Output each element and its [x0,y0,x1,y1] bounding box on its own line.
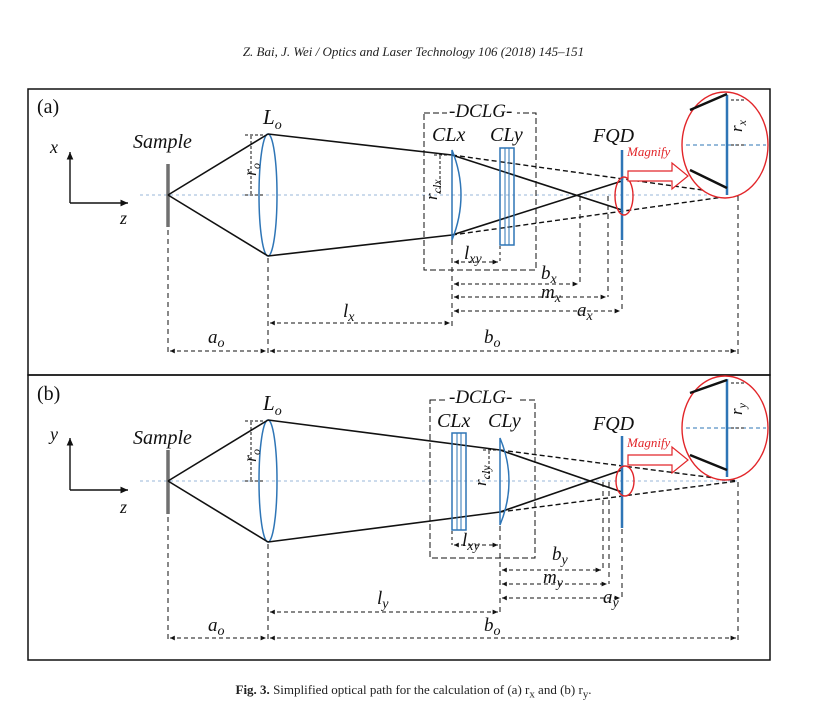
panel-a-tag: (a) [37,96,59,118]
panel-b-l-xy-label: lxy [462,530,480,554]
panel-a-lens1-label: CLx [432,124,465,146]
panel-b-cly-lens [499,437,510,526]
panel-a-dclg-label: -DCLG- [449,101,512,122]
panel-a-a-label: ax [577,300,594,324]
panel-b-a-o-label: ao [208,615,225,639]
panel-a-axis-horizontal: z [119,208,127,228]
panel-b-b-o-label: bo [484,615,501,639]
panel-a-r-mag-label: rx [727,119,749,132]
panel-b-focus-circle [615,465,635,497]
panel-b-r-mag-label: ry [727,402,749,415]
panel-b-dclg-box [429,399,536,559]
panel-a-magnify-label: Magnify [626,144,671,159]
panel-b-r-cl-label: rcly [471,465,493,486]
panel-b-lens1-label: CLx [437,410,470,432]
panel-a-objective-label: Lo [262,105,282,133]
panel-a-focus-circle [614,176,634,216]
panel-b-m-label: my [543,567,564,591]
panel-a-b-label: bx [541,263,558,287]
panel-a-b-o-label: bo [484,327,501,351]
panel-b-frame [27,374,771,661]
panel-a-l-xy-label: lxy [464,243,482,267]
panel-a-m-label: mx [541,282,562,306]
panel-b-lens2-label: CLy [488,410,521,432]
panel-a-l-label: lx [343,301,355,325]
panel-b-objective-label: Lo [262,391,282,419]
figure-caption: Fig. 3. Simplified optical path for the … [235,682,592,701]
panel-a-clx-lens [451,149,462,241]
panel-a-a-o-label: ao [208,327,225,351]
panel-a-sample-label: Sample [133,131,192,153]
panel-b-b-label: by [552,544,569,568]
panel-a-axis-vertical: x [49,137,58,157]
panel-a-r-cl-label: rclx [422,179,444,200]
journal-header: Z. Bai, J. Wei / Optics and Laser Techno… [242,44,585,59]
panel-b-l-label: ly [377,588,389,612]
panel-b-axis-vertical: y [48,424,58,444]
panel-a: (a) x z Sample Lo ro -DCLG- [37,91,769,354]
panel-b-a-label: ay [603,587,620,611]
panel-a-r-o-label: ro [240,163,263,176]
panel-b-magnify-arrow [627,445,689,475]
panel-a-magnify-arrow [627,161,689,191]
panel-b-magnify-label: Magnify [626,435,671,450]
panel-b-tag: (b) [37,383,60,405]
panel-b-clx-plate [451,432,467,531]
figure-caption-text: Simplified optical path for the calculat… [273,682,530,697]
figure-caption-prefix: Fig. 3. [235,682,270,697]
panel-a-lens2-label: CLy [490,124,523,146]
panel-b-sample-label: Sample [133,427,192,449]
panel-b-axis-horizontal: z [119,497,127,517]
panel-b-dclg-label: -DCLG- [449,387,512,408]
panel-b-fqd-label: FQD [592,413,635,435]
panel-a-fqd-label: FQD [592,125,635,147]
panel-b: (b) y z Sample Lo ro -DCLG- CLx CLy [37,375,769,641]
panel-a-cly-plate [499,147,515,246]
panel-b-r-o-label: ro [240,449,263,462]
